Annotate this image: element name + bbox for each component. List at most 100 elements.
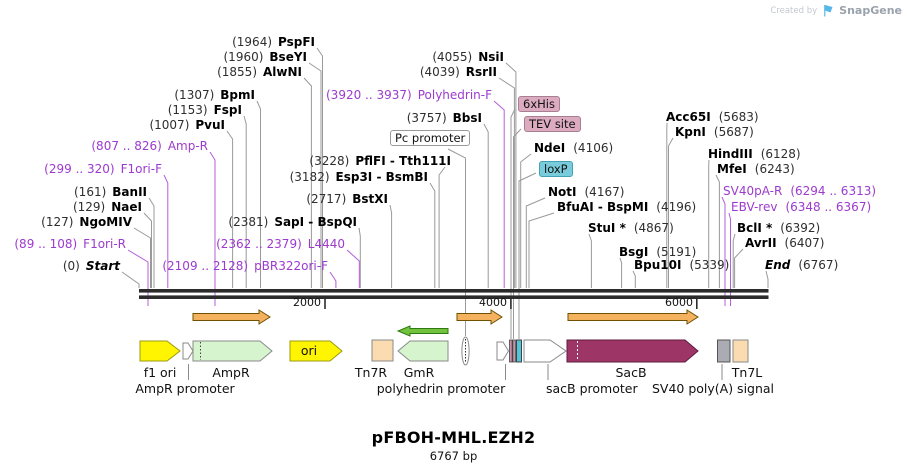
site-label-bbsi[interactable]: (3757)BbsI bbox=[407, 112, 482, 125]
site-label-kpni[interactable]: KpnI(5687) bbox=[675, 126, 754, 139]
feature-tn7r[interactable] bbox=[371, 339, 394, 362]
primer-label-f1ori-r[interactable]: (89 .. 108)F1ori-R bbox=[14, 238, 126, 251]
primer-label-f1ori-f[interactable]: (299 .. 320)F1ori-F bbox=[44, 163, 162, 176]
site-name: RsrII bbox=[465, 65, 497, 79]
feature-6xhis[interactable] bbox=[509, 339, 513, 363]
feature-label-sv40-polya[interactable]: SV40 poly(A) signal bbox=[651, 381, 775, 396]
feature-label-ampr-promoter[interactable]: AmpR promoter bbox=[135, 381, 235, 396]
site-label-ngomiv[interactable]: (127)NgoMIV bbox=[41, 216, 132, 229]
tag-loxp[interactable]: loxP bbox=[539, 161, 573, 177]
feature-label-sacb-promoter[interactable]: sacB promoter bbox=[546, 381, 638, 396]
site-label-bsgi[interactable]: BsgI(5191) bbox=[619, 246, 696, 259]
backbone-top-strand bbox=[139, 289, 769, 293]
site-label-hindiii[interactable]: HindIII(6128) bbox=[708, 148, 801, 161]
site-label-fspi[interactable]: (1153)FspI bbox=[168, 104, 242, 117]
primer-label-amp-r[interactable]: (807 .. 826)Amp-R bbox=[91, 140, 208, 153]
site-name: PflFI - Tth111I bbox=[355, 154, 451, 168]
feature-label-polyhedrin-promoter[interactable]: polyhedrin promoter bbox=[376, 381, 506, 396]
scale-tick-2000 bbox=[324, 298, 326, 309]
feature-label-f1-ori[interactable]: f1 ori bbox=[143, 365, 177, 380]
site-label-stui[interactable]: StuI *(4867) bbox=[588, 222, 674, 235]
site-label-acc65i[interactable]: Acc65I(5683) bbox=[666, 111, 759, 124]
site-label-avrii[interactable]: AvrII(6407) bbox=[745, 237, 824, 250]
site-coord: (1007) bbox=[149, 118, 190, 132]
orf-arrow-mid[interactable] bbox=[456, 309, 503, 325]
primer-label-l4440[interactable]: (2362 .. 2379)L4440 bbox=[216, 238, 345, 251]
site-label-pspfi[interactable]: (1964)PspFI bbox=[232, 36, 315, 49]
orf-arrow-gmr-reverse[interactable] bbox=[396, 325, 449, 337]
tag-pc-promoter[interactable]: Pc promoter bbox=[390, 130, 471, 146]
site-label-bstxi[interactable]: (2717)BstXI bbox=[306, 193, 388, 206]
watermark-brand[interactable]: SnapGene bbox=[839, 4, 902, 17]
line-bseyi bbox=[308, 62, 322, 288]
site-coord: (4167) bbox=[584, 185, 625, 199]
feature-polyhedrin-promoter[interactable] bbox=[496, 341, 510, 361]
line-l4440 bbox=[346, 249, 360, 288]
feature-label-ori[interactable]: ori bbox=[300, 343, 318, 358]
feature-tev-site[interactable] bbox=[512, 339, 516, 363]
site-coord: (161) bbox=[74, 185, 107, 199]
primer-label-ebv-rev[interactable]: EBV-rev(6348 .. 6367) bbox=[731, 201, 871, 214]
feature-ori[interactable] bbox=[289, 340, 343, 362]
end-label[interactable]: End(6767) bbox=[765, 259, 838, 272]
site-label-ndei[interactable]: NdeI(4106) bbox=[534, 142, 613, 155]
site-coord: (4867) bbox=[633, 221, 674, 235]
site-label-mfei[interactable]: MfeI(6243) bbox=[717, 163, 795, 176]
feature-sacb[interactable] bbox=[566, 339, 699, 363]
feature-label-gmr[interactable]: GmR bbox=[403, 365, 435, 380]
feature-label-connectors bbox=[188, 364, 723, 380]
primer-label-polyhedrin-f[interactable]: (3920 .. 3937)Polyhedrin-F bbox=[326, 89, 492, 102]
tag-6xhis[interactable]: 6xHis bbox=[518, 96, 560, 112]
site-label-naei[interactable]: (129)NaeI bbox=[73, 201, 142, 214]
feature-label-ampr[interactable]: AmpR bbox=[212, 365, 250, 380]
site-label-pflfi-tth111i[interactable]: (3228)PflFI - Tth111I bbox=[309, 155, 451, 168]
site-label-bfuai-bspmi[interactable]: BfuAI - BspMI(4196) bbox=[557, 201, 696, 214]
feature-loxp[interactable] bbox=[516, 339, 522, 363]
line-pc-promoter bbox=[447, 148, 466, 336]
line-pbr322ori-f bbox=[329, 271, 337, 288]
tag-tev-site[interactable]: TEV site bbox=[524, 116, 581, 132]
feature-tn7l[interactable] bbox=[732, 339, 749, 363]
feature-label-tn7r[interactable]: Tn7R bbox=[354, 365, 388, 380]
site-label-bcli[interactable]: BclI *(6392) bbox=[737, 222, 820, 235]
primer-coord: (6294 .. 6313) bbox=[790, 184, 877, 198]
line-noti bbox=[525, 197, 546, 288]
site-name: PspFI bbox=[278, 35, 315, 49]
feature-ampr-promoter[interactable] bbox=[182, 342, 194, 360]
primer-name: EBV-rev bbox=[731, 200, 778, 214]
line-end bbox=[765, 270, 769, 288]
site-label-pvui[interactable]: (1007)PvuI bbox=[149, 119, 225, 132]
feature-sacb-promoter[interactable] bbox=[523, 339, 567, 363]
start-label[interactable]: (0)Start bbox=[63, 260, 120, 273]
site-label-nsii[interactable]: (4055)NsiI bbox=[432, 51, 504, 64]
feature-label-sacb[interactable]: SacB bbox=[615, 365, 647, 380]
site-label-alwni[interactable]: (1855)AlwNI bbox=[217, 66, 302, 79]
snapgene-logo-icon bbox=[824, 5, 833, 17]
primer-label-pbr322ori-f[interactable]: (2109 .. 2128)pBR322ori-F bbox=[162, 260, 328, 273]
site-name: BpmI bbox=[220, 88, 255, 102]
site-label-esp3i-bsmbi[interactable]: (3182)Esp3I - BsmBI bbox=[290, 171, 428, 184]
feature-label-tn7l[interactable]: Tn7L bbox=[731, 365, 763, 380]
feature-sv40-polya[interactable] bbox=[717, 339, 731, 363]
site-label-bpu10i[interactable]: Bpu10I(5339) bbox=[634, 259, 729, 272]
site-coord: (1153) bbox=[167, 103, 208, 117]
feature-f1-ori[interactable] bbox=[139, 340, 181, 362]
orf-arrow-sacb[interactable] bbox=[567, 309, 699, 325]
site-label-banii[interactable]: (161)BanII bbox=[74, 186, 147, 199]
feature-ampr[interactable] bbox=[192, 340, 273, 362]
primer-label-sv40pa-r[interactable]: SV40pA-R(6294 .. 6313) bbox=[723, 185, 876, 198]
orf-arrow-ampr[interactable] bbox=[192, 309, 271, 325]
site-label-noti[interactable]: NotI(4167) bbox=[548, 186, 624, 199]
orf-arrows bbox=[192, 309, 699, 325]
site-label-rsrii[interactable]: (4039)RsrII bbox=[420, 66, 497, 79]
site-name: SapI - BspQI bbox=[274, 215, 357, 229]
feature-gmr[interactable] bbox=[397, 340, 449, 362]
site-label-sapi-bspqi[interactable]: (2381)SapI - BspQI bbox=[228, 216, 357, 229]
site-label-bpmi[interactable]: (1307)BpmI bbox=[174, 89, 255, 102]
line-f1ori-f bbox=[163, 174, 169, 288]
line-bpmi bbox=[256, 100, 261, 288]
site-label-bseyi[interactable]: (1960)BseYI bbox=[224, 51, 308, 64]
site-coord: (5687) bbox=[713, 125, 754, 139]
site-name: HindIII bbox=[708, 147, 753, 161]
line-fspi bbox=[243, 115, 247, 288]
